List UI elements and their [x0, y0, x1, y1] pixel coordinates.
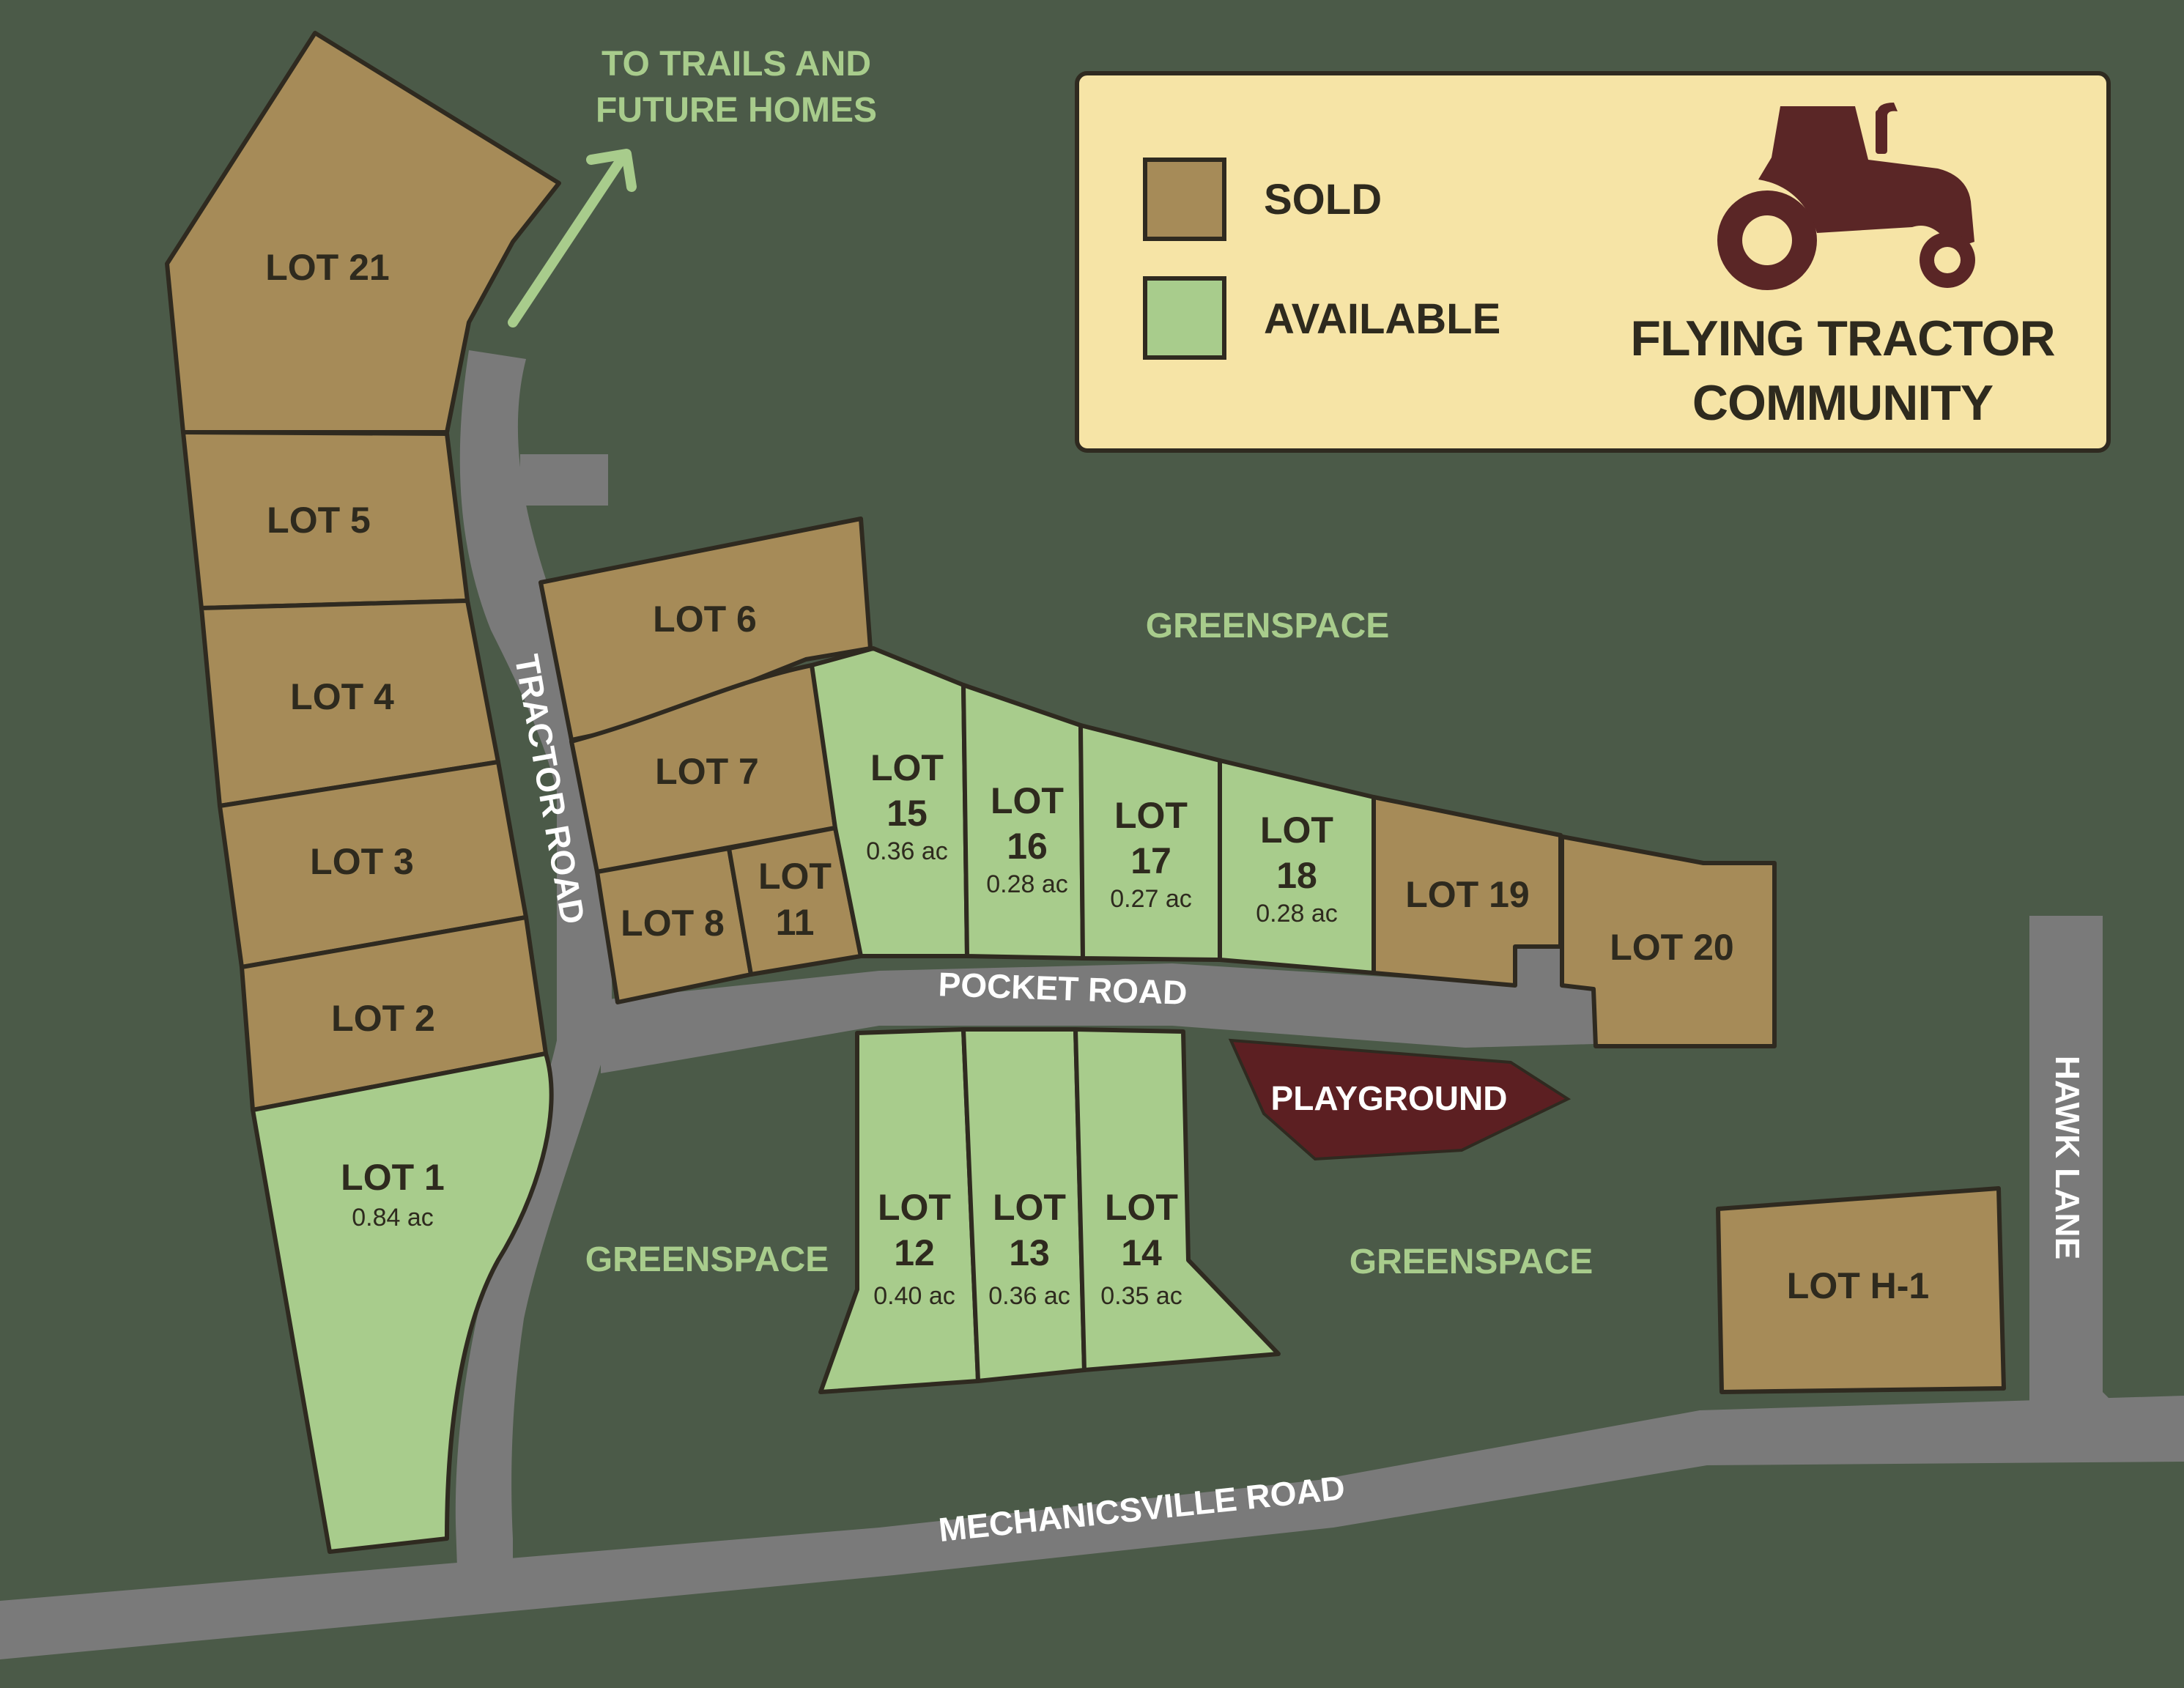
lot-21-label: LOT 21 [265, 247, 389, 288]
lot-14-acres: 0.35 ac [1100, 1282, 1182, 1310]
brand-name-line2: COMMUNITY [1692, 375, 1994, 431]
arrow-up-right-icon [508, 149, 637, 327]
tractor-icon [1717, 103, 1975, 290]
lot-15-acres: 0.36 ac [866, 837, 948, 865]
lot-14-label-line2: 14 [1121, 1232, 1162, 1273]
lot-16[interactable] [961, 683, 1085, 960]
hawk-lane[interactable] [2029, 916, 2110, 1403]
lot-19-label: LOT 19 [1405, 874, 1529, 915]
playground-area[interactable] [1228, 1038, 1572, 1161]
lot-16-label-line1: LOT [991, 780, 1064, 821]
playground-label: PLAYGROUND [1271, 1079, 1508, 1117]
lot-21[interactable] [165, 31, 561, 434]
lot-17-label-line2: 17 [1130, 840, 1171, 881]
sold-label: SOLD [1264, 176, 1382, 223]
lot-12-label-line1: LOT [878, 1187, 951, 1228]
brand-name-line1: FLYING TRACTOR [1630, 311, 2054, 366]
tractor-road-spur[interactable] [520, 454, 608, 506]
roads [0, 350, 2184, 1659]
mechanicsville-road[interactable] [0, 1396, 2184, 1659]
pocket-road-label: POCKET ROAD [938, 965, 1188, 1012]
lot-3-label: LOT 3 [310, 841, 414, 882]
lot-h1[interactable] [1716, 1186, 2006, 1394]
trails-label-line1: TO TRAILS AND [601, 45, 871, 84]
pocket-road[interactable] [601, 949, 1593, 1073]
lot-18-acres: 0.28 ac [1256, 900, 1338, 928]
lot-20[interactable] [1560, 834, 1777, 1048]
sold-swatch [1143, 158, 1226, 241]
available-label: AVAILABLE [1264, 295, 1500, 343]
lot-1[interactable] [251, 1051, 554, 1554]
greenspace-top-label: GREENSPACE [1146, 607, 1390, 645]
lot-labels: LOT 21 LOT 5 LOT 4 LOT 3 LOT 2 LOT 1 0.8… [265, 247, 1929, 1310]
trails-label-line2: FUTURE HOMES [596, 91, 877, 130]
lot-14[interactable] [1073, 1027, 1281, 1372]
lot-18-label-line2: 18 [1276, 855, 1317, 896]
lot-18-label-line1: LOT [1260, 810, 1333, 851]
lot-15-label-line1: LOT [870, 747, 944, 788]
lot-16-label-line2: 16 [1007, 826, 1048, 867]
lot-15-label-line2: 15 [886, 793, 928, 834]
lot-1-label: LOT 1 [341, 1157, 445, 1198]
lot-13-label-line2: 13 [1009, 1232, 1050, 1273]
lot-17-label-line1: LOT [1114, 795, 1188, 836]
available-swatch [1143, 276, 1226, 360]
lots [165, 31, 2006, 1554]
lot-12-label-line2: 12 [894, 1232, 935, 1273]
lot-11-label-line1: LOT [758, 856, 832, 897]
lot-13-label-line1: LOT [993, 1187, 1066, 1228]
lot-2-label: LOT 2 [331, 998, 435, 1039]
legend: SOLD AVAILABLE FLYING TRACTOR COMMUNITY [1075, 71, 2111, 453]
lot-12[interactable] [818, 1027, 980, 1394]
lot-5-label: LOT 5 [267, 500, 371, 541]
lot-14-label-line1: LOT [1105, 1187, 1178, 1228]
lot-13-acres: 0.36 ac [988, 1282, 1070, 1310]
lot-11-label-line2: 11 [776, 902, 815, 943]
lot-4-label: LOT 4 [290, 676, 394, 717]
greenspace-left-label: GREENSPACE [585, 1240, 829, 1279]
lot-17-acres: 0.27 ac [1110, 885, 1192, 913]
lot-7-label: LOT 7 [655, 751, 759, 792]
lot-20-label: LOT 20 [1610, 927, 1733, 968]
hawk-lane-label: HAWK LANE [2048, 1056, 2087, 1260]
lot-1-acres: 0.84 ac [352, 1204, 434, 1232]
greenspace-right-label: GREENSPACE [1350, 1243, 1593, 1281]
lot-h1-label: LOT H-1 [1787, 1265, 1929, 1306]
lot-16-acres: 0.28 ac [986, 870, 1068, 898]
lot-8-label: LOT 8 [621, 903, 725, 944]
lot-12-acres: 0.40 ac [873, 1282, 955, 1310]
lot-6-label: LOT 6 [653, 599, 757, 640]
